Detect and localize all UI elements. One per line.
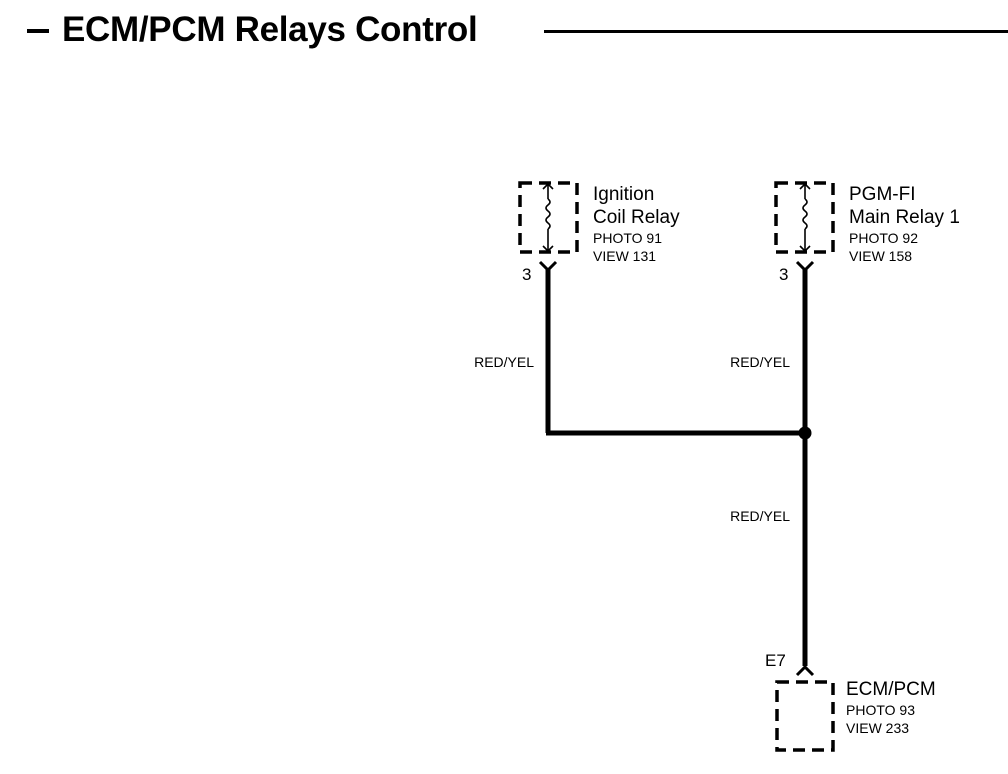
pgm-fi-main-relay-1: PGM-FI Main Relay 1 PHOTO 92 VIEW 158 3 xyxy=(774,181,960,284)
ecm-pcm-view: VIEW 233 xyxy=(846,720,909,736)
pgm-fi-main-relay-1-outline xyxy=(774,181,835,254)
ignition-coil-relay-photo: PHOTO 91 xyxy=(593,230,662,246)
ignition-coil-relay-view: VIEW 131 xyxy=(593,248,656,264)
ignition-coil-relay-coil-icon xyxy=(542,182,554,253)
title-dash xyxy=(27,29,49,33)
page-header: ECM/PCM Relays Control xyxy=(0,0,1008,60)
pgm-fi-main-relay-1-name-line1: PGM-FI xyxy=(849,184,916,205)
ignition-coil-relay: Ignition Coil Relay PHOTO 91 VIEW 131 3 xyxy=(518,181,680,284)
ecm-pcm-photo: PHOTO 93 xyxy=(846,702,915,718)
wire-main-relay-color-label: RED/YEL xyxy=(730,354,790,370)
ignition-coil-relay-pin: 3 xyxy=(522,265,531,284)
pgm-fi-main-relay-1-name-line2: Main Relay 1 xyxy=(849,207,960,228)
ignition-coil-relay-outline xyxy=(518,181,579,254)
ignition-coil-relay-name-line1: Ignition xyxy=(593,184,654,205)
wire-ignition-branch: RED/YEL xyxy=(474,268,805,436)
page-title: ECM/PCM Relays Control xyxy=(62,10,478,49)
pgm-fi-main-relay-1-pin: 3 xyxy=(779,265,788,284)
pgm-fi-main-relay-1-coil-icon xyxy=(799,182,811,253)
ecm-pcm-pin: E7 xyxy=(765,651,786,670)
ecm-pcm-terminal-icon xyxy=(795,664,815,677)
ecm-pcm-outline xyxy=(775,680,835,752)
ecm-pcm: E7 ECM/PCM PHOTO 93 VIEW 233 xyxy=(765,651,936,752)
title-rule xyxy=(544,30,1008,33)
ecm-pcm-name: ECM/PCM xyxy=(846,679,936,700)
pgm-fi-main-relay-1-photo: PHOTO 92 xyxy=(849,230,918,246)
wire-main-relay-branch: RED/YEL xyxy=(730,268,808,433)
wire-ecm-color-label: RED/YEL xyxy=(730,508,790,524)
ignition-coil-relay-name-line2: Coil Relay xyxy=(593,207,680,228)
wire-ecm-branch: RED/YEL xyxy=(730,433,808,666)
pgm-fi-main-relay-1-view: VIEW 158 xyxy=(849,248,912,264)
wire-ignition-color-label: RED/YEL xyxy=(474,354,534,370)
